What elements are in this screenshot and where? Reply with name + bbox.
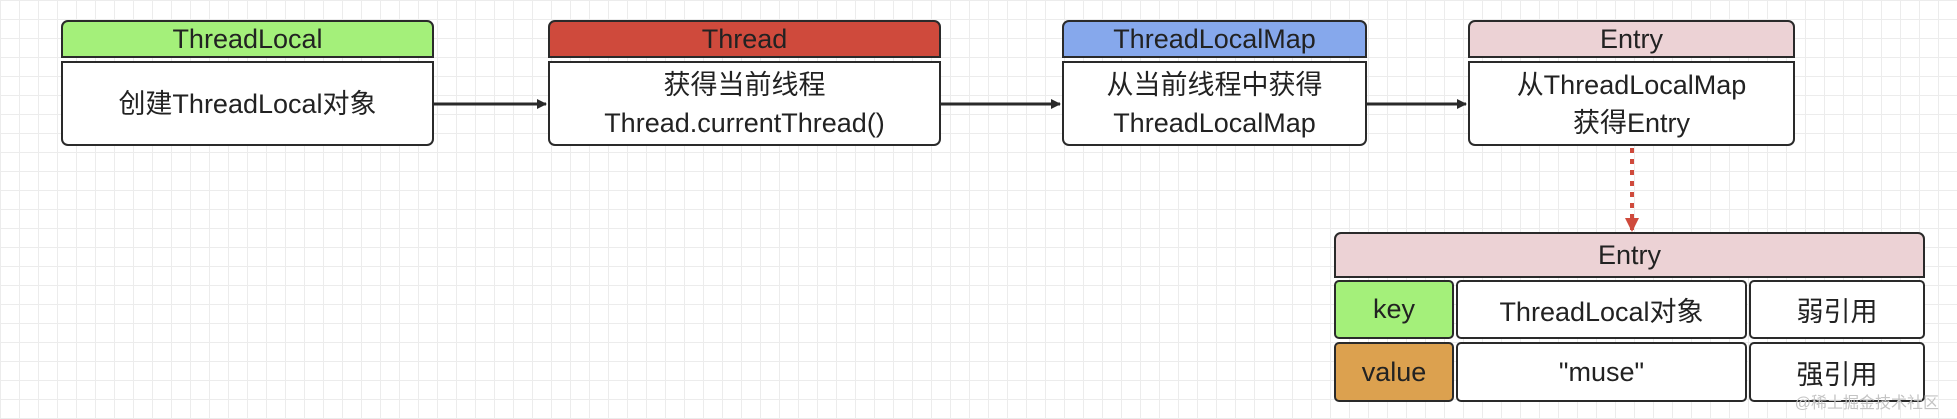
entry-box-body: 从ThreadLocalMap 获得Entry — [1468, 61, 1795, 146]
threadlocalmap-box-line-1: 从当前线程中获得 — [1106, 69, 1323, 100]
thread-box: Thread 获得当前线程 Thread.currentThread() — [548, 20, 941, 146]
value-ref-cell: 强引用 — [1749, 342, 1925, 402]
entry-table-title: Entry — [1334, 232, 1925, 278]
entry-box: Entry 从ThreadLocalMap 获得Entry — [1468, 20, 1795, 146]
entry-table: Entry key ThreadLocal对象 弱引用 value "muse"… — [1334, 232, 1925, 402]
key-value-cell: ThreadLocal对象 — [1456, 280, 1747, 339]
thread-box-line-2: Thread.currentThread() — [604, 107, 885, 138]
threadlocalmap-box: ThreadLocalMap 从当前线程中获得 ThreadLocalMap — [1062, 20, 1367, 146]
entry-box-title: Entry — [1468, 20, 1795, 58]
value-value-cell: "muse" — [1456, 342, 1747, 402]
threadlocal-box-body: 创建ThreadLocal对象 — [61, 61, 434, 146]
value-label-cell: value — [1334, 342, 1454, 402]
thread-box-title: Thread — [548, 20, 941, 58]
threadlocal-box: ThreadLocal 创建ThreadLocal对象 — [61, 20, 434, 146]
threadlocalmap-box-title: ThreadLocalMap — [1062, 20, 1367, 58]
thread-box-line-1: 获得当前线程 — [663, 69, 826, 100]
thread-box-body: 获得当前线程 Thread.currentThread() — [548, 61, 941, 146]
threadlocal-box-line-1: 创建ThreadLocal对象 — [118, 88, 377, 119]
key-ref-cell: 弱引用 — [1749, 280, 1925, 339]
key-label-cell: key — [1334, 280, 1454, 339]
threadlocalmap-box-body: 从当前线程中获得 ThreadLocalMap — [1062, 61, 1367, 146]
entry-box-line-2: 获得Entry — [1572, 107, 1691, 138]
entry-box-line-1: 从ThreadLocalMap — [1516, 69, 1747, 100]
watermark: @稀土掘金技术社区 — [1794, 395, 1939, 412]
threadlocalmap-box-line-2: ThreadLocalMap — [1113, 107, 1316, 138]
threadlocal-box-title: ThreadLocal — [61, 20, 434, 58]
